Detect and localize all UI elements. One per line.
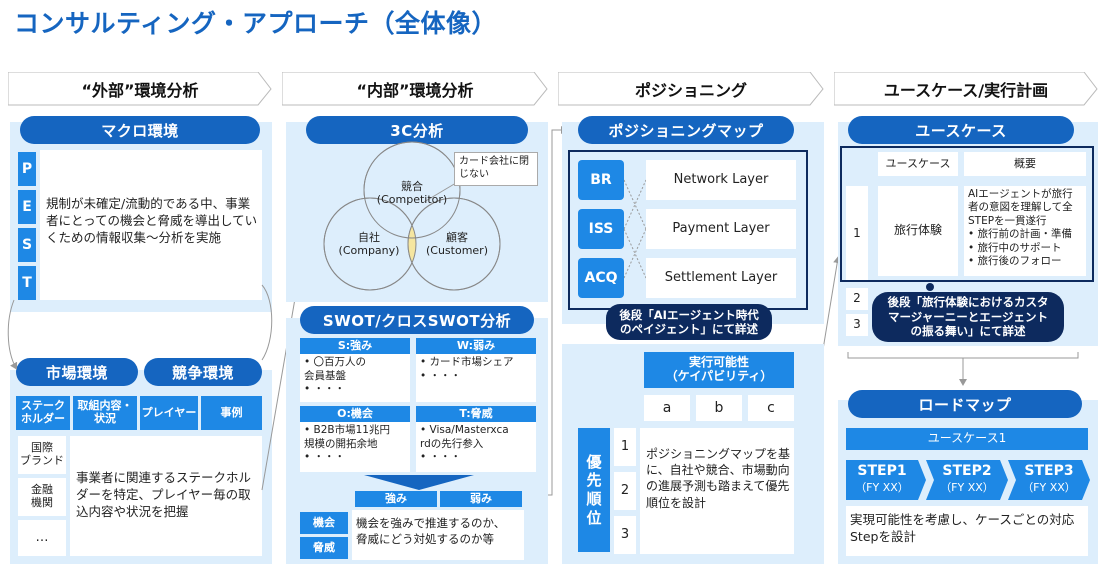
tag-players: プレイヤー	[140, 396, 198, 430]
cross-col-strength: 強み	[355, 491, 437, 507]
layer-settlement: Settlement Layer	[646, 258, 796, 298]
swot-s-label: S:強み	[300, 338, 410, 354]
step3-chevron	[1008, 460, 1090, 500]
cross-text: 機会を強みで推進するのか、 脅威にどう対処するのか等	[356, 516, 506, 546]
tag-initiatives: 取組内容・ 状況	[73, 396, 137, 430]
step1-label: STEP1	[857, 462, 907, 479]
usecase-frame	[840, 146, 1094, 282]
step3-sub: （FY XX）	[1022, 480, 1076, 494]
map-note: 後段「AIエージェント時代 のペイジェント」にて詳述	[606, 304, 772, 340]
row-num-3: 3	[846, 314, 868, 336]
venn-competitor: 競合 (Competitor)	[376, 180, 448, 206]
pest-s: S	[18, 228, 36, 262]
market-title: 市場環境	[16, 358, 138, 386]
layer-acq-tag: ACQ	[578, 258, 624, 298]
row-brand: 国際 ブランド	[18, 436, 66, 474]
feasibility-col-c: c	[748, 395, 794, 421]
feasibility-title: 実行可能性 （ケイパビリティ）	[644, 352, 794, 388]
macro-text: 規制が未確定/流動的である中、事業者にとっての機会と脅威を導出していくための情報…	[46, 196, 258, 245]
macro-text-box	[40, 150, 262, 300]
usecase-title: ユースケース	[848, 116, 1074, 144]
venn-diagram	[323, 141, 501, 291]
cross-text-box	[352, 510, 524, 560]
layer-iss-tag: ISS	[578, 209, 624, 249]
priority-1: 1	[614, 428, 636, 466]
priority-label: 優 先 順 位	[578, 428, 610, 552]
usecase-name: 旅行体験	[878, 186, 958, 276]
macro-title: マクロ環境	[20, 116, 260, 144]
row-num-1: 1	[846, 186, 868, 282]
feasibility-col-a: a	[644, 395, 690, 421]
phase-external-label: “外部”環境分析	[81, 81, 199, 100]
usecase-note-dot	[926, 283, 934, 291]
phase-positioning-label: ポジショニング	[634, 81, 747, 100]
step3-label: STEP3	[1024, 462, 1074, 479]
phase-positioning: ポジショニング	[558, 72, 824, 106]
cross-col-weakness: 弱み	[440, 491, 522, 507]
swot-title: SWOT/クロスSWOT分析	[300, 306, 534, 334]
table-header-usecase: ユースケース	[878, 152, 958, 176]
tag-stakeholder: ステーク ホルダー	[16, 396, 70, 430]
feasibility-col-b: b	[696, 395, 742, 421]
roadmap-text: 実現可能性を考慮し、ケースごとの対応Stepを設計	[850, 512, 1075, 544]
priority-2: 2	[614, 472, 636, 510]
table-header-summary: 概要	[964, 152, 1086, 176]
row-finance: 金融 機関	[18, 478, 66, 516]
competition-title: 競争環境	[144, 358, 262, 386]
phase-internal: “内部”環境分析	[282, 72, 548, 106]
swot-t-items: • Visa/Masterxca rdの先行参入 • ・・・	[416, 422, 536, 472]
priority-text-box	[640, 428, 794, 554]
swot-w-items: • カード市場シェア • ・・・	[416, 354, 536, 402]
step1-sub: （FY XX）	[855, 480, 909, 494]
row-num-2: 2	[846, 288, 868, 310]
cross-row-opportunity: 機会	[300, 512, 348, 534]
roadmap-text-box	[846, 506, 1088, 556]
phase-usecase: ユースケース/実行計画	[834, 72, 1098, 106]
phase-internal-label: “内部”環境分析	[356, 81, 474, 100]
venn-company: 自社 (Company)	[338, 231, 400, 257]
market-text-box	[70, 436, 262, 556]
swot-o-label: O:機会	[300, 406, 410, 422]
step2-label: STEP2	[942, 462, 992, 479]
map-title: ポジショニングマップ	[578, 116, 794, 144]
swot-o-items: • B2B市場11兆円 規模の開拓余地 • ・・・	[300, 422, 410, 472]
row-etc: …	[18, 520, 66, 556]
priority-text: ポジショニングマップを基に、自社や競合、市場動向の進展予測も踏まえて優先順位を設…	[646, 447, 791, 510]
venn-customer: 顧客 (Customer)	[425, 231, 488, 257]
pest-p: P	[18, 152, 36, 186]
layer-br-tag: BR	[578, 160, 624, 200]
swot-w-label: W:弱み	[416, 338, 536, 354]
tag-cases: 事例	[201, 396, 262, 430]
roadmap-usecase1: ユースケース1	[846, 428, 1088, 450]
pest-t: T	[18, 266, 36, 300]
step2-sub: （FY XX）	[940, 480, 994, 494]
threec-title: 3C分析	[306, 116, 528, 144]
cross-row-threat: 脅威	[300, 537, 348, 559]
swot-t-label: T:脅威	[416, 406, 536, 422]
usecase-desc: AIエージェントが旅行者の意図を理解して全STEPを一貫遂行 • 旅行前の計画・…	[964, 186, 1086, 276]
market-text: 事業者に関連するステークホルダーを特定、プレイヤー毎の取込内容や状況を把握	[76, 470, 252, 519]
layer-network: Network Layer	[646, 160, 796, 200]
phase-usecase-label: ユースケース/実行計画	[883, 81, 1049, 100]
swot-down-arrow	[364, 475, 474, 490]
pest-e: E	[18, 190, 36, 224]
roadmap-title: ロードマップ	[848, 390, 1082, 418]
swot-s-items: • 〇百万人の 会員基盤 • ・・・	[300, 354, 410, 402]
step2-chevron	[926, 460, 1008, 500]
layer-payment: Payment Layer	[646, 209, 796, 249]
priority-3: 3	[614, 516, 636, 554]
usecase-note: 後段「旅行体験におけるカスタ マージャーニーとエージェント の振る舞い」にて詳述	[872, 292, 1064, 342]
page-title: コンサルティング・アプローチ（全体像）	[14, 9, 498, 38]
venn-callout: カード会社に閉 じない	[454, 152, 538, 186]
layer-links	[624, 179, 646, 279]
step1-chevron	[846, 460, 926, 500]
phase-external: “外部”環境分析	[8, 72, 272, 106]
